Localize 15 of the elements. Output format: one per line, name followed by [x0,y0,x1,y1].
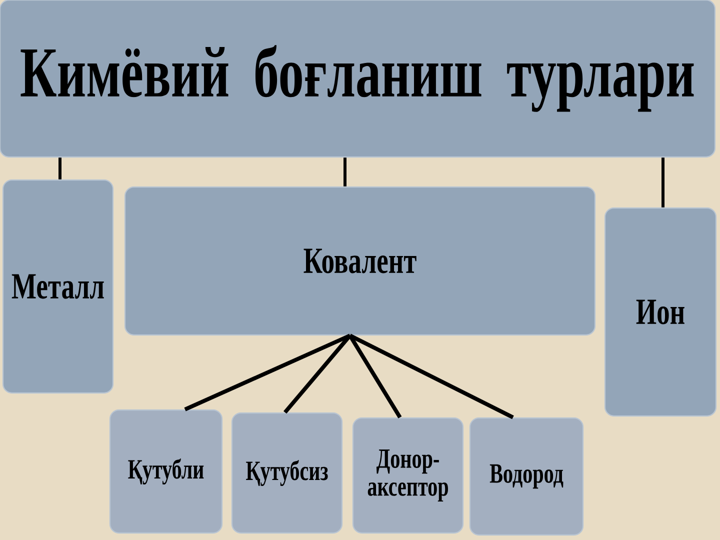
connector-line [283,334,352,414]
connector-line [349,334,514,420]
category-box: Ковалент [124,186,596,336]
subtype-box: Қутубсиз [231,412,343,534]
connector-line [662,158,664,208]
subtype-box: Водород [469,417,584,536]
title-box: Кимёвий боғланиш турлари [0,0,716,158]
connector-line [348,334,402,418]
subtype-box: Қутубли [109,409,223,534]
connector-line [58,158,62,180]
category-box: Металл [2,179,114,394]
connector-line [344,158,346,186]
connector-line [184,334,351,412]
category-box: Ион [604,207,717,417]
subtype-box: Донор- аксептор [352,417,464,534]
